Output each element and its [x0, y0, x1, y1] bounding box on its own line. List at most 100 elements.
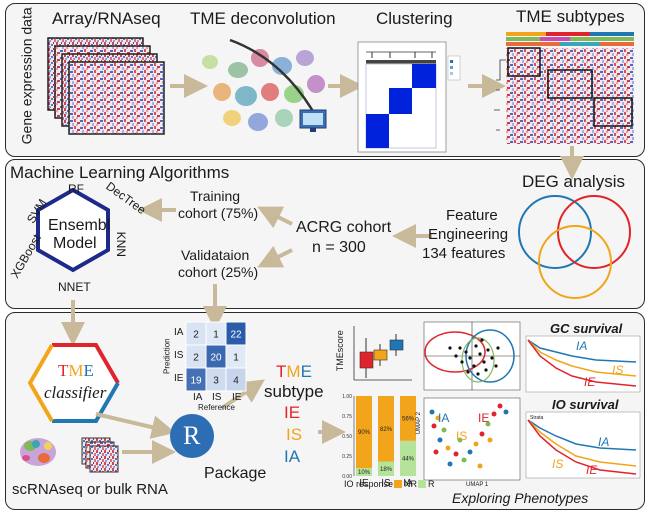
- umap-scatter: [423, 397, 521, 481]
- bar-category-label: IA: [403, 478, 413, 489]
- bar-segment-nr: [400, 396, 416, 441]
- ml-algorithms-title: Machine Learning Algorithms: [10, 163, 230, 182]
- confusion-col-ie: IE: [232, 392, 242, 403]
- tme-subtypes-label: TME subtypes: [516, 7, 625, 26]
- confusion-value: 20: [210, 353, 222, 364]
- subtype-tme-m: M: [286, 362, 301, 381]
- array-stack: [47, 37, 165, 135]
- bar-segment-r: [356, 468, 372, 476]
- io-curve-ie: IE: [586, 463, 598, 477]
- array-rnaseq-label: Array/RNAseq: [52, 9, 161, 28]
- io-response-legend-title: IO response: [344, 479, 394, 489]
- training-cohort-line2: cohort (75%): [178, 205, 259, 221]
- tme-cells-illustration: [202, 38, 327, 132]
- confusion-value: 4: [233, 376, 239, 387]
- training-cohort-line1: Training: [190, 188, 241, 204]
- deg-analysis-label: DEG analysis: [522, 172, 625, 191]
- classifier-tme-letter: T: [58, 361, 69, 380]
- bar-data-label: 56%: [402, 416, 415, 422]
- feature-engineering-line3: 134 features: [422, 245, 506, 262]
- validation-cohort-line1: Validataion: [181, 247, 250, 263]
- confusion-row-ie: IE: [174, 373, 184, 384]
- bar-data-label: 82%: [380, 427, 393, 433]
- gc-curve-is: IS: [612, 363, 624, 377]
- confusion-col-is: IS: [212, 392, 222, 403]
- bar-segment-r: [378, 461, 394, 476]
- tme-deconvolution-label: TME deconvolution: [190, 9, 336, 28]
- bar-y-tick: 0.50: [342, 434, 352, 440]
- umap-ie-label: IE: [478, 411, 490, 425]
- confusion-value: 19: [190, 376, 202, 387]
- confusion-value: 2: [193, 330, 199, 341]
- bar-segment-nr: [378, 396, 394, 462]
- bar-y-tick: 0.25: [342, 454, 352, 460]
- bar-segment-r: [400, 440, 416, 476]
- classifier-tme-letter: M: [68, 361, 84, 380]
- algo-nnet: NNET: [58, 280, 91, 294]
- nr-swatch: [394, 480, 402, 488]
- tme-subtypes-heatmap: [494, 32, 634, 144]
- bar-category-label: IE: [359, 478, 369, 489]
- subtype-ia: IA: [284, 447, 301, 466]
- confusion-row-ia: IA: [174, 327, 184, 338]
- gc-survival-plot: [525, 335, 641, 393]
- io-survival-plot: [525, 411, 641, 479]
- validation-cohort-line2: cohort (25%): [178, 264, 259, 280]
- pca-scatter: [423, 321, 521, 391]
- gc-curve-ie: IE: [584, 375, 596, 389]
- ensembl-label-line1: Ensembl: [48, 217, 111, 234]
- confusion-value: 2: [193, 353, 199, 364]
- umap-y-label: UMAP 2: [415, 412, 422, 435]
- bar-data-label: 90%: [358, 430, 371, 436]
- ensembl-hexagon: [36, 187, 110, 273]
- umap-x-label: UMAP 1: [466, 482, 489, 488]
- acrg-cohort-line1: ACRG cohort: [296, 219, 392, 236]
- classifier-hexagon: [27, 343, 120, 423]
- umap-is-label: IS: [456, 429, 468, 443]
- top-flow-arrows: [170, 74, 584, 180]
- feature-engineering-line2: Engineering: [428, 226, 509, 243]
- classifier-tme-letter: E: [83, 361, 94, 380]
- io-curve-ia: IA: [598, 435, 610, 449]
- bar-data-label: 18%: [380, 467, 393, 473]
- io-strata-label: Strata: [530, 415, 544, 421]
- bar-y-tick: 0.75: [342, 414, 352, 420]
- confusion-value: 3: [213, 376, 219, 387]
- scrna-illustration: [20, 437, 119, 473]
- middle-flow-arrows: [61, 198, 432, 346]
- algo-rf: RF: [68, 182, 84, 196]
- scrna-bulk-label: scRNAseq or bulk RNA: [12, 481, 168, 498]
- tmescore-boxplot: [353, 326, 412, 381]
- nr-legend-label: NR: [404, 479, 417, 489]
- subtype-tme-label: TME: [276, 363, 312, 381]
- subtype-word-label: subtype: [264, 382, 324, 401]
- confusion-row-is: IS: [174, 350, 184, 361]
- gc-survival-title: GC survival: [550, 321, 623, 336]
- confusion-col-ia: IA: [193, 392, 203, 403]
- io-curve-is: IS: [552, 457, 564, 471]
- package-label: Package: [204, 465, 267, 482]
- bar-data-label: 44%: [402, 456, 415, 462]
- io-survival-title: IO survival: [552, 397, 619, 412]
- bottom-flow-arrows: [95, 379, 346, 464]
- subtype-tme-e: E: [300, 362, 312, 381]
- acrg-cohort-line2: n = 300: [312, 239, 366, 256]
- clustering-matrix: [357, 41, 461, 153]
- bar-category-label: IS: [381, 478, 391, 489]
- ensembl-label-line2: Model: [53, 235, 97, 252]
- confusion-value: 1: [233, 353, 239, 364]
- r-logo-circle: [170, 414, 214, 458]
- bar-y-tick: 1.00: [342, 394, 352, 400]
- exploring-phenotypes-label: Exploring Phenotypes: [452, 490, 589, 506]
- confusion-xlabel: Reference: [198, 403, 235, 412]
- bar-segment-nr: [356, 396, 372, 468]
- io-response-bar-chart: 0.000.250.500.751.0010%90%IE18%82%IS44%5…: [342, 394, 416, 489]
- bar-data-label: 10%: [358, 470, 371, 476]
- middle-panel: [5, 159, 645, 309]
- confusion-ylabel: Prediction: [162, 338, 172, 374]
- r-legend-label: R: [428, 479, 435, 489]
